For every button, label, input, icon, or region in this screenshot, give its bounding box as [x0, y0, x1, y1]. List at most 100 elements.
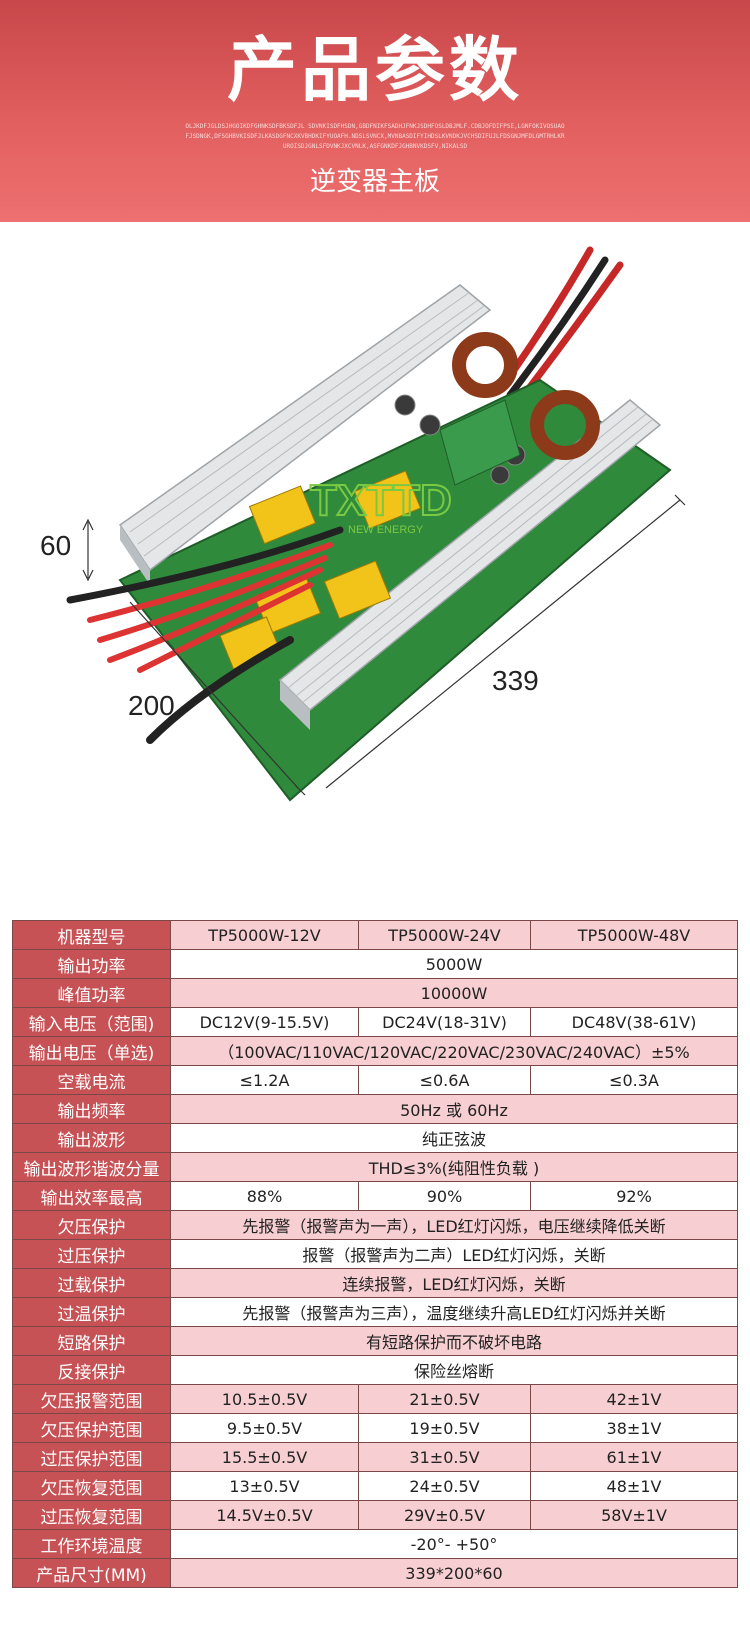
spec-value: 38±1V [530, 1413, 738, 1443]
spec-value: 报警（报警声为二声）LED红灯闪烁，关断 [170, 1239, 738, 1269]
spec-value: 保险丝熔断 [170, 1355, 738, 1385]
spec-value: 10000W [170, 978, 738, 1008]
spec-value: -20°- +50° [170, 1529, 738, 1559]
spec-label: 输入电压（范围) [12, 1007, 171, 1037]
spec-value: 92% [530, 1181, 738, 1211]
table-row: 输出电压（单选)（100VAC/110VAC/120VAC/220VAC/230… [12, 1036, 738, 1066]
table-row: 过载保护连续报警，LED红灯闪烁，关断 [12, 1268, 738, 1298]
table-row: 产品尺寸(MM)339*200*60 [12, 1558, 738, 1588]
spec-label: 过压保护范围 [12, 1442, 171, 1472]
spec-value: DC12V(9-15.5V) [170, 1007, 359, 1037]
spec-label: 产品尺寸(MM) [12, 1558, 171, 1588]
spec-label: 短路保护 [12, 1326, 171, 1356]
spec-label: 过压保护 [12, 1239, 171, 1269]
spec-label: 过载保护 [12, 1268, 171, 1298]
spec-value: TP5000W-24V [358, 920, 531, 950]
table-row: 工作环境温度-20°- +50° [12, 1529, 738, 1559]
spec-value: TP5000W-12V [170, 920, 359, 950]
spec-value: ≤1.2A [170, 1065, 359, 1095]
spec-label: 欠压报警范围 [12, 1384, 171, 1414]
spec-label: 欠压恢复范围 [12, 1471, 171, 1501]
spec-label: 机器型号 [12, 920, 171, 950]
spec-value: ≤0.3A [530, 1065, 738, 1095]
spec-value: 纯正弦波 [170, 1123, 738, 1153]
table-row: 反接保护保险丝熔断 [12, 1355, 738, 1385]
spec-value: 10.5±0.5V [170, 1384, 359, 1414]
spec-label: 欠压保护 [12, 1210, 171, 1240]
spec-value: 31±0.5V [358, 1442, 531, 1472]
table-row: 短路保护有短路保护而不破坏电路 [12, 1326, 738, 1356]
page-title: 产品参数 [227, 29, 523, 111]
spec-value: 21±0.5V [358, 1384, 531, 1414]
spec-value: 5000W [170, 949, 738, 979]
inverter-board-illustration: TXTTD NEW ENERGY [66, 246, 686, 802]
table-row: 空载电流≤1.2A≤0.6A≤0.3A [12, 1065, 738, 1095]
product-photo: TXTTD NEW ENERGY 60 200 339 [30, 240, 730, 820]
spec-label: 峰值功率 [12, 978, 171, 1008]
table-row: 过压保护报警（报警声为二声）LED红灯闪烁，关断 [12, 1239, 738, 1269]
spec-value: 48±1V [530, 1471, 738, 1501]
spec-value: DC48V(38-61V) [530, 1007, 738, 1037]
spec-value: 9.5±0.5V [170, 1413, 359, 1443]
table-row: 输出波形纯正弦波 [12, 1123, 738, 1153]
spec-label: 欠压保护范围 [12, 1413, 171, 1443]
dimension-length-label: 339 [492, 665, 539, 696]
spec-value: 50Hz 或 60Hz [170, 1094, 738, 1124]
spec-label: 输出功率 [12, 949, 171, 979]
spec-label: 反接保护 [12, 1355, 171, 1385]
spec-value: 15.5±0.5V [170, 1442, 359, 1472]
spec-value: ≤0.6A [358, 1065, 531, 1095]
brand-logo-subtitle: NEW ENERGY [348, 524, 424, 536]
spec-value: 29V±0.5V [358, 1500, 531, 1530]
spec-label: 输出波形谐波分量 [12, 1152, 171, 1182]
spec-value: TP5000W-48V [530, 920, 738, 950]
spec-label: 过压恢复范围 [12, 1500, 171, 1530]
spec-value: 24±0.5V [358, 1471, 531, 1501]
spec-label: 空载电流 [12, 1065, 171, 1095]
dimension-width-label: 200 [128, 690, 175, 721]
spec-value: 339*200*60 [170, 1558, 738, 1588]
spec-value: 14.5V±0.5V [170, 1500, 359, 1530]
spec-value: 先报警（报警声为一声），LED红灯闪烁，电压继续降低关断 [170, 1210, 738, 1240]
spec-label: 输出电压（单选) [12, 1036, 171, 1066]
spec-value: 有短路保护而不破坏电路 [170, 1326, 738, 1356]
spec-label: 输出波形 [12, 1123, 171, 1153]
page-subtitle: 逆变器主板 [309, 167, 440, 197]
spec-value: DC24V(18-31V) [358, 1007, 531, 1037]
header-banner: 产品参数 OLJKDFJGLDSJHGOIKDFGHNKSDFBKSDFJL S… [0, 0, 750, 222]
spec-label: 输出效率最高 [12, 1181, 171, 1211]
table-row: 过温保护先报警（报警声为三声），温度继续升高LED红灯闪烁并关断 [12, 1297, 738, 1327]
spec-value: 61±1V [530, 1442, 738, 1472]
spec-value: 90% [358, 1181, 531, 1211]
spec-value: 58V±1V [530, 1500, 738, 1530]
spec-value: 先报警（报警声为三声），温度继续升高LED红灯闪烁并关断 [170, 1297, 738, 1327]
spec-value: （100VAC/110VAC/120VAC/220VAC/230VAC/240V… [170, 1036, 738, 1066]
spec-value: 连续报警，LED红灯闪烁，关断 [170, 1268, 738, 1298]
spec-label: 过温保护 [12, 1297, 171, 1327]
decorative-fine-print: OLJKDFJGLDSJHGOIKDFGHNKSDFBKSDFJL SDVNKI… [185, 123, 565, 150]
spec-value: 88% [170, 1181, 359, 1211]
table-row: 欠压保护先报警（报警声为一声），LED红灯闪烁，电压继续降低关断 [12, 1210, 738, 1240]
brand-logo: TXTTD [310, 476, 452, 525]
spec-label: 输出频率 [12, 1094, 171, 1124]
spec-value: THD≤3%(纯阻性负载 ) [170, 1152, 738, 1182]
spec-value: 19±0.5V [358, 1413, 531, 1443]
table-row: 输入电压（范围)DC12V(9-15.5V)DC24V(18-31V)DC48V… [12, 1007, 738, 1037]
spec-value: 13±0.5V [170, 1471, 359, 1501]
spec-value: 42±1V [530, 1384, 738, 1414]
spec-label: 工作环境温度 [12, 1529, 171, 1559]
dimension-height-label: 60 [40, 530, 72, 561]
